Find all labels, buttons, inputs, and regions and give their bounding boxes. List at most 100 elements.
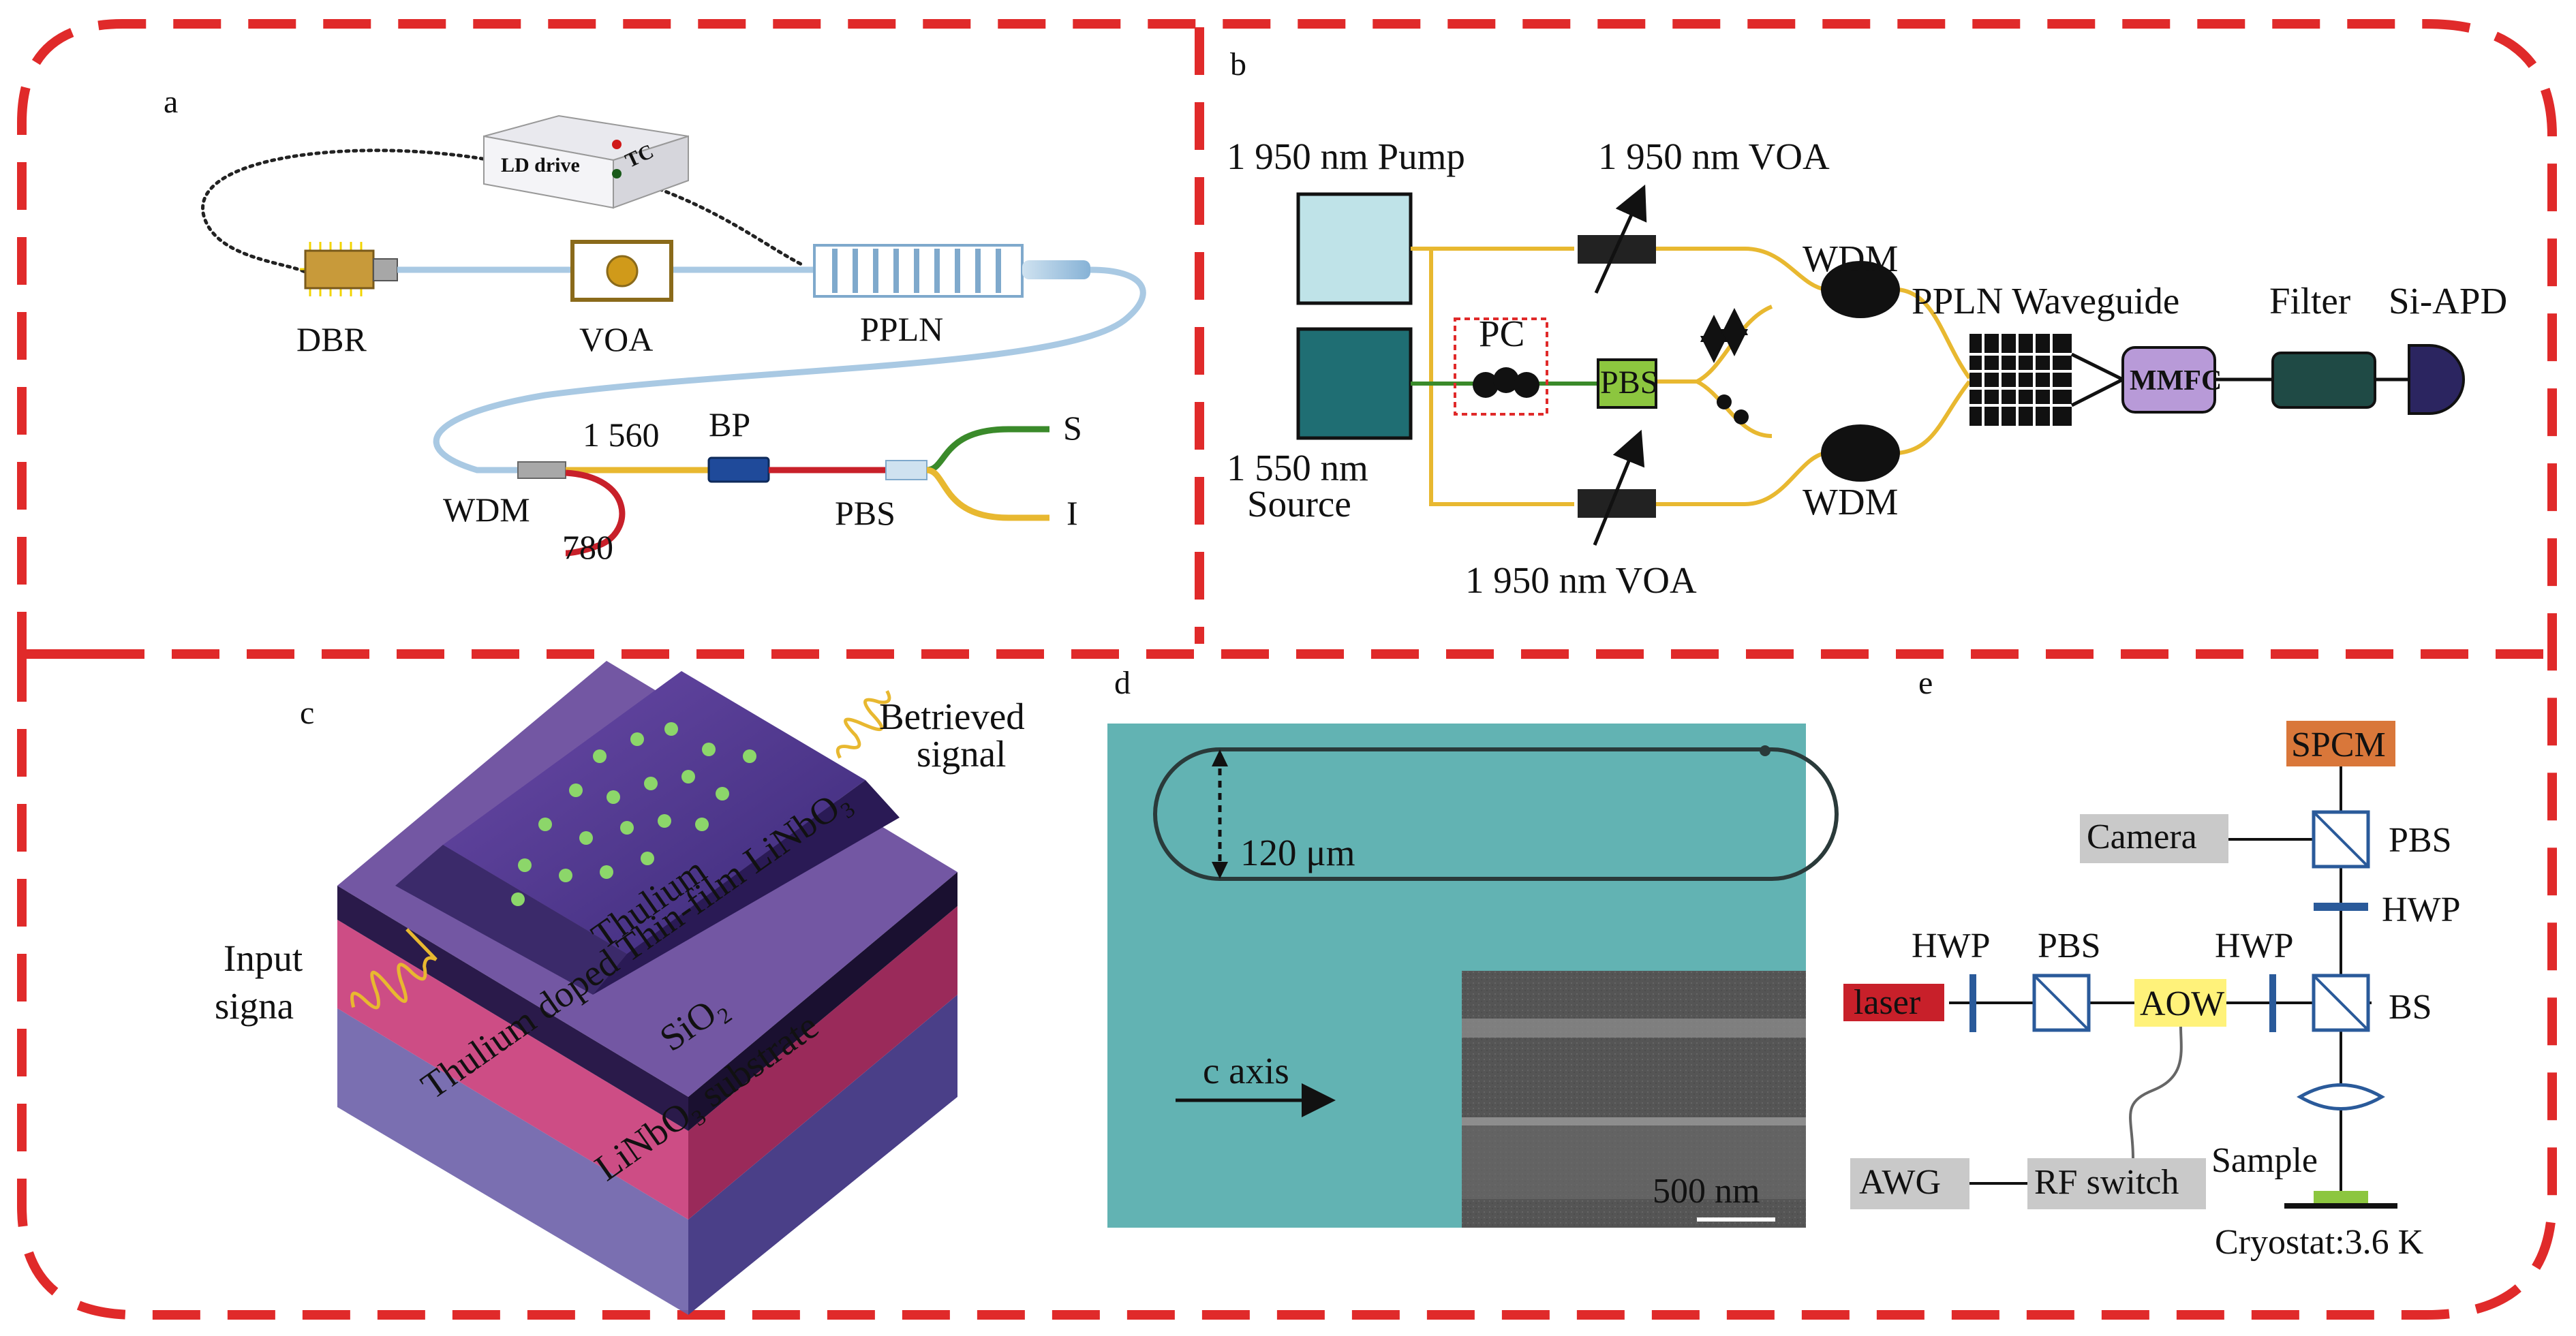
wdm-bottom (1821, 424, 1900, 482)
laser-label: laser (1854, 983, 1920, 1022)
panel-b-letter: b (1230, 46, 1246, 82)
mmfc-label: MMFC (2130, 365, 2222, 397)
retrieved-signal-wave (835, 689, 891, 759)
ridge-side (593, 780, 900, 995)
spcm (2286, 721, 2395, 766)
bp-filter: BP (707, 405, 886, 483)
bs-label: BS (2389, 988, 2432, 1027)
rf-switch (2027, 1158, 2206, 1209)
wdm-label: WDM (443, 491, 530, 529)
pbs-mid-cube (2032, 974, 2091, 1032)
drive-cable-right (622, 175, 806, 268)
width-arrow-head-top (1212, 749, 1228, 766)
hwp-left-label: HWP (1912, 927, 1991, 965)
panel-e: e SPCM Camera PBS HWP laser HWP PBS (1843, 665, 2461, 1262)
rf-aow-cable (2129, 1026, 2183, 1159)
pbs-mid-label: PBS (2038, 927, 2101, 965)
dbr-label: DBR (296, 320, 367, 358)
outer-bottom-border (17, 654, 2557, 1320)
pbs-top-cube (2312, 810, 2370, 869)
ppln-label: PPLN (860, 310, 943, 348)
fiber-loop (433, 266, 1146, 473)
signal-source (1296, 327, 1413, 440)
chip-sio2-front (337, 920, 688, 1220)
sample-label: Sample (2211, 1141, 2318, 1180)
filter-label: Filter (2269, 280, 2350, 322)
voa-top-label: 1 950 nm VOA (1598, 136, 1830, 177)
ppln-a: PPLN (813, 244, 1090, 348)
width-label: 120 μm (1240, 832, 1355, 873)
lens (2297, 1083, 2385, 1110)
polarization-controller: PC (1454, 313, 1548, 416)
voa-bottom-arrow (1593, 429, 1645, 546)
aow-label: AOW (2140, 984, 2224, 1023)
panel-c: c Betrieved signal Input signa (215, 661, 1025, 1315)
input-signal-wave (350, 928, 438, 1010)
wdm-a: WDM 1 560 780 (443, 416, 709, 566)
panel-c-letter: c (300, 695, 314, 731)
pump-source (1296, 192, 1413, 305)
pbs-a: PBS S I (835, 409, 1082, 532)
pol-dot-2 (1734, 409, 1749, 424)
l780-label: 780 (562, 528, 613, 566)
ppln-waveguide: PPLN Waveguide (1912, 280, 2179, 426)
voa-a: VOA (570, 240, 673, 358)
pump-label: 1 950 nm Pump (1227, 136, 1465, 177)
dbr-laser: DBR (296, 242, 409, 358)
c-axis-label: c axis (1203, 1050, 1289, 1091)
input-label-2: signa (215, 985, 294, 1027)
camera (2080, 814, 2228, 863)
pc-label: PC (1479, 313, 1524, 354)
aow (2134, 979, 2226, 1027)
hwp-left (1969, 974, 1976, 1032)
source-label-2: Source (1247, 483, 1351, 525)
scale-label: 500 nm (1653, 1172, 1760, 1211)
ld-driver: LD drive TC (483, 114, 689, 209)
panel-d-letter: d (1114, 665, 1131, 701)
pbs-label: PBS (835, 494, 895, 532)
chip-film-side (688, 872, 957, 1131)
racetrack-resonator (1153, 747, 1839, 881)
camera-label: Camera (2087, 818, 2197, 856)
apd-label: Si-APD (2389, 280, 2507, 322)
source-label-1: 1 550 nm (1227, 447, 1368, 488)
drive-cable-left (201, 149, 493, 275)
ppln-waveguide-label: PPLN Waveguide (1912, 280, 2179, 322)
voa-top-arrow (1594, 184, 1647, 294)
i-label: I (1067, 494, 1078, 532)
retrieved-label-1: Betrieved (879, 696, 1025, 737)
resonator-coupling-point (1760, 745, 1770, 756)
ld-drive-label: LD drive (501, 154, 580, 176)
ridge-top (443, 671, 865, 954)
pbs-b-label: PBS (1600, 364, 1658, 401)
pbs-top-label: PBS (2389, 821, 2452, 860)
chip-sio2-side (688, 906, 957, 1220)
bs-cube (2312, 974, 2370, 1032)
voa-label: VOA (579, 320, 653, 358)
awg (1850, 1158, 1969, 1209)
panel-a-letter: a (164, 84, 178, 120)
sample (2314, 1191, 2368, 1203)
s-label: S (1063, 409, 1082, 447)
panel-d: d 120 μm c axis 500 nm (1107, 665, 1839, 1228)
thulium-dots (511, 722, 756, 906)
filter (2271, 352, 2376, 409)
laser (1843, 984, 1944, 1021)
sem-inset: 500 nm (1462, 971, 1806, 1228)
cryostat-label: Cryostat:3.6 K (2215, 1223, 2424, 1262)
spcm-label: SPCM (2291, 726, 2386, 764)
panel-e-letter: e (1918, 665, 1933, 701)
chip-substrate-front (337, 1008, 688, 1315)
retrieved-label-2: signal (917, 733, 1006, 775)
si-apd (2408, 344, 2465, 415)
wdm-top (1821, 261, 1900, 318)
wdm-top-label: WDM (1803, 238, 1899, 279)
width-arrow-head-bottom (1212, 862, 1228, 879)
pol-dot-1 (1717, 394, 1732, 409)
voa-bottom-label: 1 950 nm VOA (1465, 559, 1697, 601)
outer-top-border (17, 19, 2557, 659)
polarization-marks (1700, 308, 1748, 363)
hwp-mid-label: HWP (2215, 927, 2294, 965)
panel-a: a LD drive TC DBR (164, 84, 1146, 566)
